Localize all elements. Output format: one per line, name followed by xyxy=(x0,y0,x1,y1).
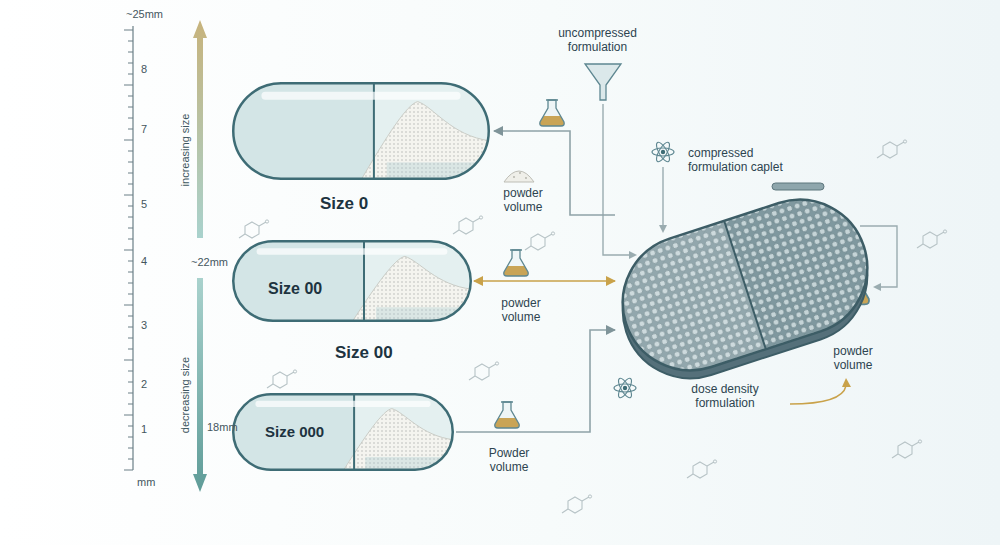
connector-arrow xyxy=(456,330,615,432)
ruler xyxy=(132,26,133,470)
size-label: Size 00 xyxy=(268,279,322,298)
capsule-shape xyxy=(234,84,489,179)
powder-pile xyxy=(504,171,534,182)
capsule-shape xyxy=(376,307,471,320)
capsule-shape xyxy=(233,394,453,470)
output-arrows xyxy=(842,378,851,387)
molecule-decoration xyxy=(877,140,907,158)
ruler-number: 4 xyxy=(141,255,147,268)
capsule-shape xyxy=(232,82,490,180)
caplet-shape xyxy=(724,221,766,349)
molecule-decoration xyxy=(562,495,592,513)
funnel xyxy=(585,64,621,100)
compression-input xyxy=(652,140,674,163)
axis-label: decreasing size xyxy=(179,357,192,433)
size-label: Size 0 xyxy=(320,194,368,214)
ruler-number: 5 xyxy=(141,198,147,211)
unit-label: mm xyxy=(137,476,155,489)
powder-label: powder volume xyxy=(490,186,556,215)
capsule-size-000: Size 000 xyxy=(232,393,456,473)
size-label: Size 00 xyxy=(335,343,393,363)
powder-pile xyxy=(504,171,534,182)
capsule-shape xyxy=(233,83,489,179)
capsule-shape xyxy=(255,401,430,407)
output-arrows xyxy=(873,283,881,291)
molecule-decoration xyxy=(917,230,947,248)
molecule-decoration xyxy=(525,232,555,250)
compressed-caplet: dose density formulation xyxy=(615,190,877,414)
capsule-size-0: Size 0 xyxy=(232,82,494,218)
capsule-size-00: Size 00 Size 00 xyxy=(232,240,474,367)
ruler-number: 3 xyxy=(141,319,147,332)
ruler-number: 8 xyxy=(141,63,147,76)
flask-icons xyxy=(540,100,564,126)
capsule-shape xyxy=(233,241,471,321)
capsule-shape xyxy=(365,457,452,470)
powder-pile xyxy=(525,177,527,179)
funnel xyxy=(585,64,637,259)
ruler-number: 7 xyxy=(141,123,147,136)
connector-arrow xyxy=(474,280,615,282)
capsule-shape xyxy=(257,248,448,255)
ruler xyxy=(124,30,133,470)
axis-label: increasing size xyxy=(179,114,192,187)
powder-label: powder volume xyxy=(488,296,554,325)
molecule-decoration xyxy=(267,370,297,388)
capsule-shape xyxy=(234,242,471,321)
compression-input xyxy=(614,376,636,399)
process-label: uncompressed formulation xyxy=(545,26,650,55)
flask-icons xyxy=(504,250,528,276)
compression-input xyxy=(772,183,824,190)
size-arrows xyxy=(193,20,207,238)
capsule-shape xyxy=(261,92,460,100)
caption-text: dose density formulation xyxy=(665,382,785,411)
molecule-decoration xyxy=(453,216,483,234)
powder-label: powder volume xyxy=(818,344,888,373)
molecule-decoration xyxy=(892,440,922,458)
ruler-number: 2 xyxy=(141,378,147,391)
powder-pile xyxy=(519,172,521,174)
funnel xyxy=(629,251,637,259)
funnel xyxy=(603,104,630,255)
size-arrows xyxy=(193,278,207,492)
ruler xyxy=(124,26,133,470)
output-arrows xyxy=(790,386,846,404)
size-label: Size 000 xyxy=(265,423,324,441)
process-label: compressed formulation caplet xyxy=(688,146,813,175)
dimension-label: 18mm xyxy=(207,421,238,434)
powder-label: Powder volume xyxy=(476,446,542,475)
molecule-decoration xyxy=(469,362,499,380)
compression-input xyxy=(662,167,663,226)
capsule-shape xyxy=(234,395,453,470)
ruler-number: 1 xyxy=(141,423,147,436)
powder-pile xyxy=(513,176,515,178)
dimension-label: ~22mm xyxy=(191,256,228,269)
molecule-decoration xyxy=(687,460,717,478)
ruler-label: ~25mm xyxy=(126,8,163,21)
molecule-decoration xyxy=(239,220,269,238)
flask-icons xyxy=(495,402,519,428)
compression-input xyxy=(659,225,667,233)
